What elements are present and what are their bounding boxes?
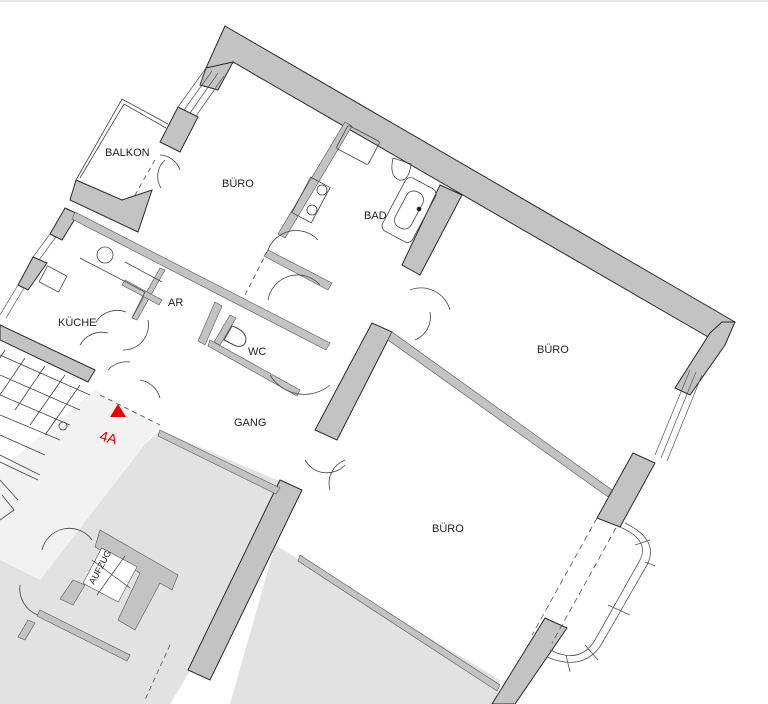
room-label-buero-1: BÜRO	[222, 178, 254, 190]
staircase	[0, 349, 91, 521]
interior-walls	[71, 121, 613, 692]
bay-opening	[531, 517, 617, 644]
room-label-buero-3: BÜRO	[432, 523, 464, 535]
entrance-marker-label: 4A	[98, 427, 119, 447]
elevator-cross-icon	[91, 555, 131, 596]
room-label-wc: WC	[248, 346, 266, 358]
room-label-bad: BAD	[364, 210, 387, 222]
wc-fixture	[223, 325, 247, 347]
elevator-structure	[17, 529, 179, 662]
top-border	[0, 0, 768, 2]
entrance-marker: 4A	[98, 404, 126, 448]
doors	[19, 154, 451, 616]
windows	[0, 67, 703, 462]
kitchen-fixtures	[38, 246, 163, 319]
balcony-railing	[75, 98, 169, 181]
outer-walls	[0, 25, 736, 704]
room-label-kueche: KÜCHE	[58, 317, 97, 329]
bay-window	[546, 522, 656, 673]
thresholds	[99, 159, 269, 701]
room-label-ar: AR	[168, 297, 183, 309]
room-label-gang: GANG	[234, 417, 266, 429]
bathroom-fixtures	[291, 125, 437, 243]
stair-hall	[0, 390, 160, 580]
room-label-buero-2: BÜRO	[537, 344, 569, 356]
room-label-balkon: BALKON	[105, 147, 150, 159]
triangle-up-icon	[110, 404, 126, 417]
